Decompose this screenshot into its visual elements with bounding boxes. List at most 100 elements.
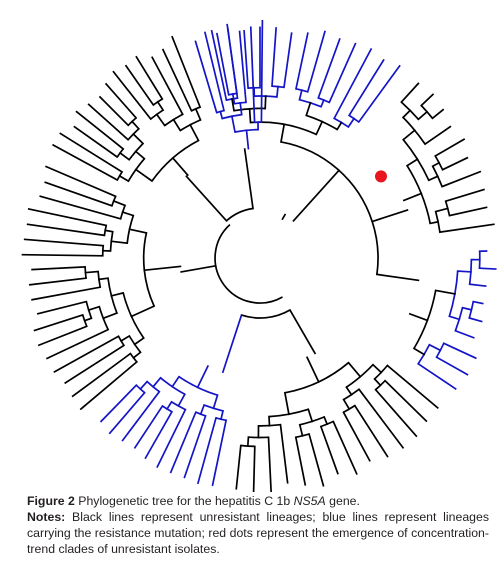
tree-branch — [423, 125, 452, 146]
tree-branch — [315, 120, 324, 136]
tree-branch — [243, 148, 254, 210]
tree-branch — [71, 352, 132, 398]
tree-branch — [27, 207, 108, 227]
tree-branch — [347, 117, 356, 129]
tree-branch — [374, 388, 418, 438]
tree-branch — [221, 314, 243, 374]
tree-branch — [189, 123, 200, 142]
tree-branch — [230, 115, 236, 133]
tree-branch — [171, 35, 202, 109]
tree-branch — [171, 375, 181, 388]
tree-branch — [317, 38, 341, 99]
tree-branch — [121, 390, 161, 442]
tree-branch — [155, 113, 166, 127]
tree-branch — [280, 123, 286, 143]
tree-branch — [283, 391, 290, 416]
tree-branch — [104, 82, 138, 120]
tree-branch — [83, 317, 93, 322]
tree-branch — [119, 334, 131, 343]
tree-branch — [28, 277, 87, 286]
tree-branch — [412, 347, 426, 356]
tree-branch — [177, 393, 186, 408]
tree-branch — [454, 329, 475, 339]
tree-branch — [143, 265, 182, 272]
tree-branch — [196, 364, 210, 389]
notes-text: Black lines represent unresistant lineag… — [27, 510, 489, 556]
tree-branch — [231, 98, 235, 112]
tree-branch — [448, 206, 488, 217]
tree-branch — [79, 360, 138, 411]
tree-branch — [305, 101, 312, 117]
tree-branch — [36, 300, 88, 315]
tree-branch — [231, 93, 236, 105]
tree-branch — [434, 138, 466, 158]
tree-branch — [243, 29, 250, 90]
tree-branch — [268, 415, 271, 427]
tree-branch — [267, 436, 272, 492]
tree-branch — [97, 277, 109, 281]
tree-branch — [133, 336, 145, 346]
tree-branch — [98, 95, 130, 127]
tree-branch — [417, 110, 429, 121]
tree-branch — [375, 273, 420, 282]
tree-branch — [75, 110, 125, 151]
tree-branch — [420, 93, 435, 107]
tree-branch — [271, 27, 278, 88]
tree-branch — [405, 158, 419, 167]
tree-branch — [342, 398, 351, 411]
tree-branch — [185, 175, 228, 223]
tree-branch — [133, 404, 164, 449]
tree-branch — [249, 26, 256, 124]
tree-branch — [246, 436, 250, 447]
tree-branch — [226, 23, 238, 95]
tree-branch — [219, 110, 224, 120]
tree-branch — [102, 312, 118, 320]
tree-branch — [33, 313, 84, 332]
tree-branch — [132, 351, 142, 359]
tree-branch — [353, 404, 389, 458]
figure-label: Figure 2 — [27, 494, 75, 508]
tree-branch — [73, 125, 119, 159]
tree-branch — [212, 394, 219, 410]
tree-branch — [180, 264, 217, 273]
notes-label: Notes: — [27, 510, 66, 524]
tree-branch — [203, 31, 226, 112]
tree-branch-arc — [280, 141, 374, 222]
tree-branch — [417, 362, 457, 390]
tree-branch — [31, 286, 102, 301]
tree-branch — [402, 129, 416, 141]
tree-branch — [478, 267, 497, 270]
tree-branch — [161, 48, 193, 112]
tree-branch — [434, 289, 456, 295]
tree-branch — [461, 306, 473, 311]
tree-branch — [448, 315, 461, 321]
tree-branch — [151, 56, 184, 116]
tree-branch — [118, 174, 130, 183]
tree-branch — [431, 161, 441, 168]
tree-branch — [441, 156, 469, 171]
tree-branch — [336, 121, 343, 131]
tree-branch — [456, 270, 472, 273]
tree-branch — [239, 101, 243, 116]
tree-branch — [472, 300, 484, 305]
tree-branch — [84, 270, 100, 274]
tree-branch — [332, 420, 358, 475]
tree-branch — [118, 151, 131, 161]
phylogenetic-tree-figure — [21, 20, 497, 492]
tree-branch — [104, 229, 114, 233]
tree-branch — [112, 70, 152, 121]
tree-branch — [401, 109, 412, 119]
tree-branch — [135, 55, 164, 101]
tree-branch — [59, 132, 124, 174]
tree-branch — [400, 82, 420, 104]
tree-branch — [264, 95, 267, 110]
tree-branch — [172, 118, 182, 132]
phylogenetic-tree — [21, 20, 497, 492]
tree-branch — [183, 414, 207, 479]
tree-branch — [371, 363, 383, 374]
tree-branch — [373, 377, 382, 387]
tree-branch — [21, 253, 104, 257]
figure-title-suffix: gene. — [325, 494, 360, 508]
tree-branch — [260, 20, 264, 124]
figure-caption: Figure 2 Phylogenetic tree for the hepat… — [27, 493, 489, 557]
